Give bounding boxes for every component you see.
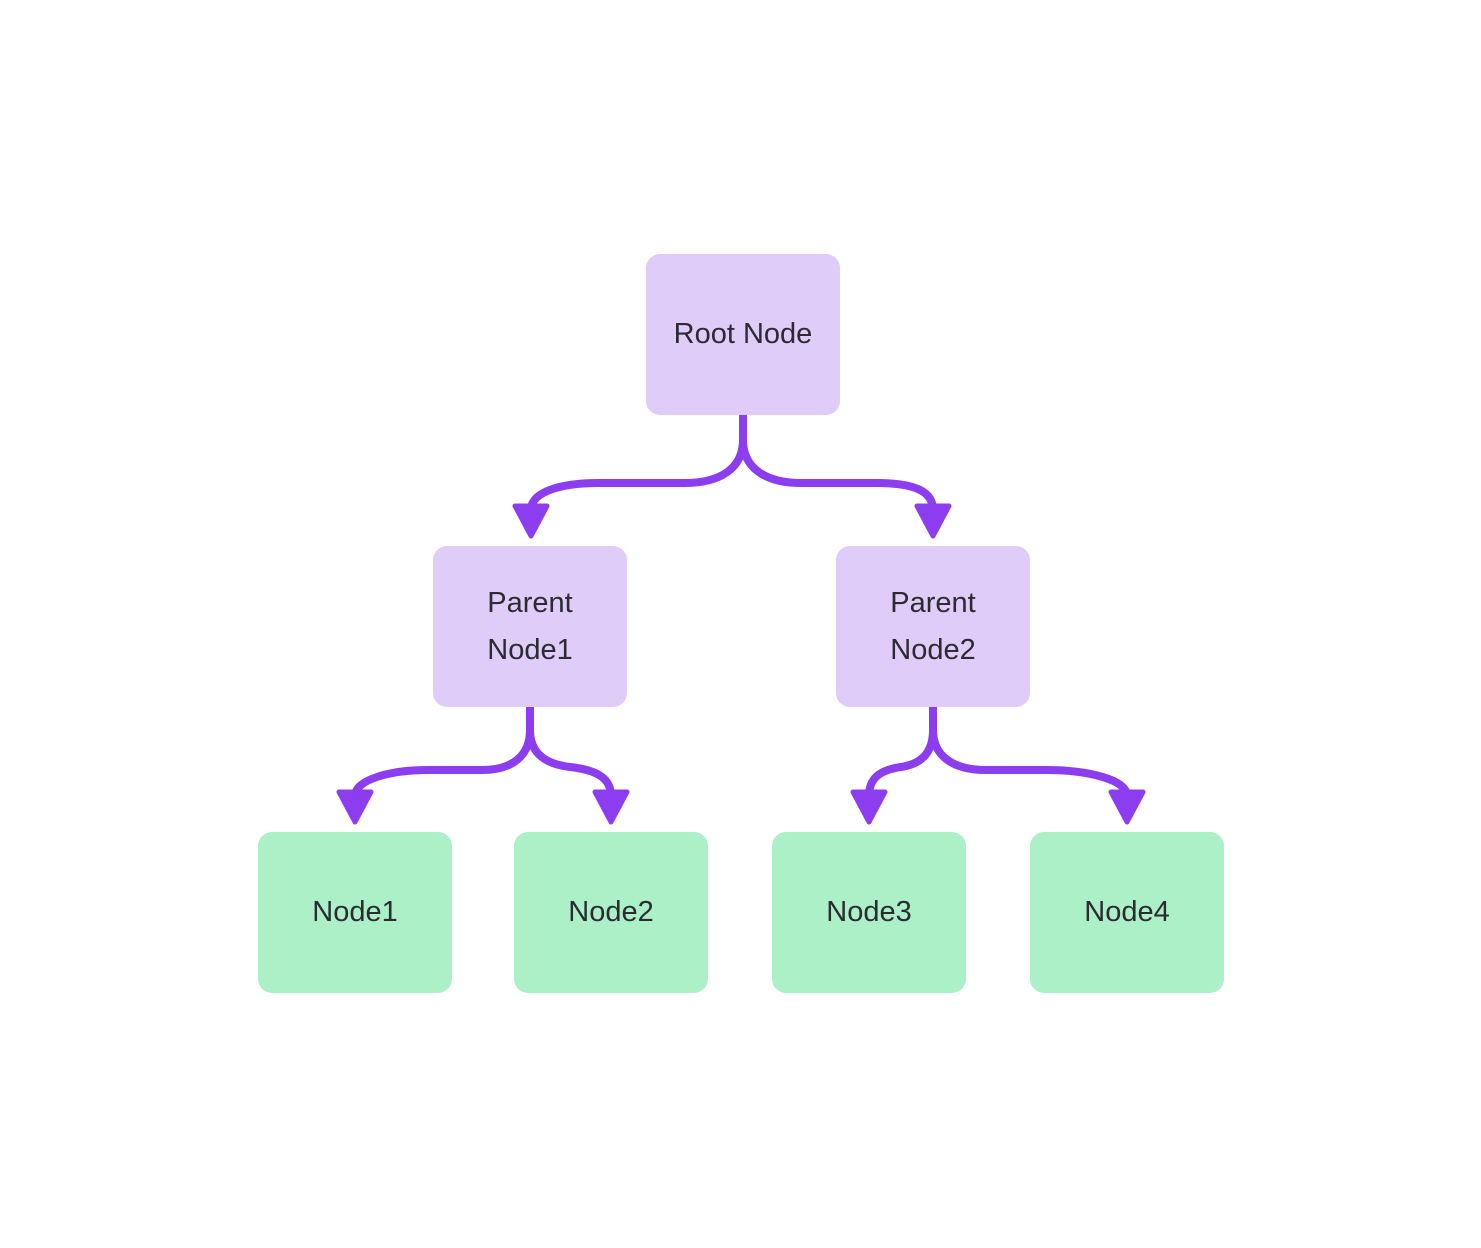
node-node4-label: Node4	[1084, 896, 1170, 929]
node-node3[interactable]: Node3	[772, 832, 966, 993]
arrowhead-node2	[592, 789, 630, 825]
edge-parent2-node4	[929, 704, 1131, 800]
node-node3-label: Node3	[826, 896, 912, 929]
node-parent2-label: Parent Node2	[890, 586, 976, 666]
arrowhead-node4	[1108, 789, 1146, 825]
arrowhead-parent1	[512, 503, 550, 539]
node-node4[interactable]: Node4	[1030, 832, 1224, 993]
node-root-label: Root Node	[673, 318, 813, 351]
arrowhead-parent2	[914, 503, 952, 539]
node-node2-label: Node2	[568, 896, 654, 929]
node-node1[interactable]: Node1	[258, 832, 452, 993]
arrowhead-node3	[850, 789, 888, 825]
node-parent2[interactable]: Parent Node2	[836, 546, 1030, 707]
node-parent1[interactable]: Parent Node1	[433, 546, 627, 707]
node-root[interactable]: Root Node	[646, 254, 840, 415]
arrowhead-node1	[336, 789, 374, 825]
edge-root-parent1	[527, 412, 747, 514]
edge-parent1-node2	[526, 704, 615, 800]
edge-parent1-node1	[351, 704, 534, 800]
node-node2[interactable]: Node2	[514, 832, 708, 993]
edge-root-parent2	[739, 412, 937, 514]
edge-parent2-node3	[865, 704, 937, 800]
node-node1-label: Node1	[312, 896, 398, 929]
node-parent1-label: Parent Node1	[487, 586, 573, 666]
